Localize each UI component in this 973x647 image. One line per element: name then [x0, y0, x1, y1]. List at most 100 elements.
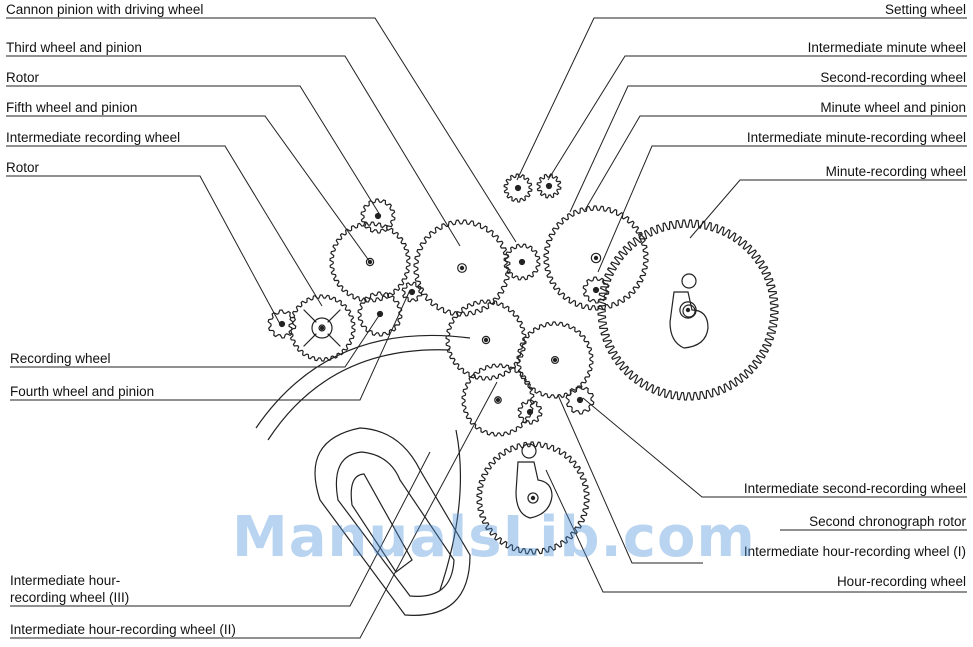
- label-intermediate-minute: Intermediate minute wheel: [807, 40, 966, 55]
- minute-wheel-pinion-small-hub: [592, 286, 600, 294]
- minute-wheel-pinion-hub: [518, 258, 526, 266]
- label-intermediate-hour-i: Intermediate hour-recording wheel (I): [743, 544, 966, 559]
- leader-line: [10, 313, 381, 368]
- setting-wheel-gear-hub: [514, 184, 522, 192]
- rotor-top-star: [360, 198, 396, 234]
- hour-recording-gear: [476, 441, 590, 555]
- rotor-left-gear: [288, 294, 356, 362]
- third-wheel-gear-hub: [457, 263, 467, 273]
- hour-recording-bridge: [314, 427, 471, 616]
- intermediate-minute-gear-teeth: [536, 173, 562, 199]
- rotor-left-small-teeth: [267, 309, 297, 339]
- rotor-spoke: [303, 309, 317, 323]
- intermediate-second-recording-star-hub: [576, 396, 584, 404]
- leader-line: [10, 451, 431, 607]
- second-recording-gear-pivot: [593, 255, 599, 261]
- fourth-wheel-gear-hub: [494, 396, 502, 404]
- outer-arc-3: [439, 429, 462, 591]
- outer-arc-2: [255, 334, 471, 429]
- rotor-top-star-pivot: [375, 213, 381, 219]
- second-chronograph-star-pivot: [527, 409, 533, 415]
- label-setting-wheel: Setting wheel: [884, 2, 966, 17]
- recording-wheel-gear-hub: [376, 310, 384, 318]
- minute-wheel-pinion: [503, 243, 541, 281]
- leader-line: [6, 145, 323, 307]
- setting-wheel-gear-pivot: [515, 185, 521, 191]
- hour-recording-bridge-inner: [335, 451, 455, 597]
- rotor-top-star-teeth: [360, 198, 396, 234]
- minute-wheel-pinion-small: [582, 276, 610, 304]
- label-intermediate-second-recording: Intermediate second-recording wheel: [743, 481, 966, 496]
- minute-recording-cam: [681, 273, 697, 289]
- label-fourth-wheel: Fourth wheel and pinion: [10, 384, 155, 399]
- watermark: ManualsLib.com: [232, 505, 756, 570]
- leader-line: [545, 469, 967, 593]
- third-wheel-gear-pivot: [459, 265, 465, 271]
- label-hour-recording: Hour-recording wheel: [836, 574, 966, 589]
- fourth-wheel-gear: [461, 363, 535, 437]
- leader-line: [6, 55, 461, 247]
- rotor-spokes: [303, 309, 341, 347]
- fourth-wheel-pinion-small-teeth: [401, 281, 423, 303]
- rotor-spoke: [327, 333, 341, 347]
- label-rotor-left: Rotor: [6, 160, 40, 175]
- leader-line: [689, 179, 967, 239]
- intermediate-second-recording-star-pivot: [577, 397, 583, 403]
- rotor-spoke: [303, 333, 317, 347]
- rotor-top-star-hub: [374, 212, 382, 220]
- hour-recording-bridge-slot: [350, 473, 413, 573]
- rotor-left-gear-hub: [318, 324, 326, 332]
- minute-recording-gear-teeth: [597, 219, 779, 401]
- label-rotor-top: Rotor: [6, 70, 40, 85]
- rotor-left-small-pivot: [279, 321, 285, 327]
- second-chronograph-star: [517, 399, 543, 425]
- intermediate-minute-recording-gear-pivot: [552, 357, 558, 363]
- cannon-pinion-gear-hub: [481, 335, 491, 345]
- minute-recording-hammer: [669, 291, 709, 349]
- minute-recording-gear-pivot: [685, 307, 691, 313]
- leader-line: [582, 397, 967, 498]
- hour-recording-gear-teeth: [476, 441, 590, 555]
- recording-wheel-gear-teeth: [357, 291, 403, 337]
- rotor-spoke: [327, 309, 341, 323]
- label-intermediate-hour-iii-line2: recording wheel (III): [10, 590, 130, 605]
- fourth-wheel-pinion-small-pivot: [409, 289, 415, 295]
- third-wheel-gear: [413, 219, 511, 317]
- leader-line: [547, 55, 967, 181]
- cannon-pinion-gear-teeth: [445, 299, 527, 381]
- leader-line: [10, 289, 411, 401]
- leader-line: [516, 17, 967, 181]
- label-intermediate-minute-recording: Intermediate minute-recording wheel: [746, 130, 966, 145]
- fourth-wheel-gear-pivot: [495, 397, 501, 403]
- label-minute-recording: Minute-recording wheel: [825, 164, 966, 179]
- second-recording-gear-hub: [590, 252, 602, 264]
- leader-line: [6, 115, 371, 263]
- intermediate-minute-recording-gear-teeth: [516, 321, 594, 399]
- gears: [255, 173, 779, 616]
- intermediate-minute-recording-gear: [516, 321, 594, 399]
- hour-recording-cam: [521, 443, 537, 459]
- leader-line: [6, 85, 381, 216]
- fifth-wheel-gear: [329, 221, 411, 303]
- leader-line: [597, 145, 967, 273]
- hour-recording-gear-hub: [527, 492, 539, 504]
- label-second-chronograph-rotor: Second chronograph rotor: [809, 514, 966, 529]
- second-chronograph-star-hub: [526, 408, 534, 416]
- cannon-pinion-gear: [445, 299, 527, 381]
- cannon-pinion-gear-pivot: [483, 337, 489, 343]
- label-minute-wheel: Minute wheel and pinion: [820, 100, 966, 115]
- intermediate-minute-gear: [536, 173, 562, 199]
- minute-wheel-pinion-small-teeth: [582, 276, 610, 304]
- fifth-wheel-gear-teeth: [329, 221, 411, 303]
- leader-line: [6, 175, 281, 325]
- second-recording-gear-teeth: [543, 205, 649, 311]
- minute-wheel-pinion-teeth: [503, 243, 541, 281]
- label-second-recording: Second-recording wheel: [820, 70, 966, 85]
- intermediate-second-recording-star: [565, 385, 595, 415]
- label-recording-wheel: Recording wheel: [10, 351, 111, 366]
- intermediate-second-recording-star-teeth: [565, 385, 595, 415]
- intermediate-minute-gear-pivot: [546, 183, 552, 189]
- intermediate-minute-gear-hub: [545, 182, 553, 190]
- hour-recording-hammer: [515, 461, 553, 519]
